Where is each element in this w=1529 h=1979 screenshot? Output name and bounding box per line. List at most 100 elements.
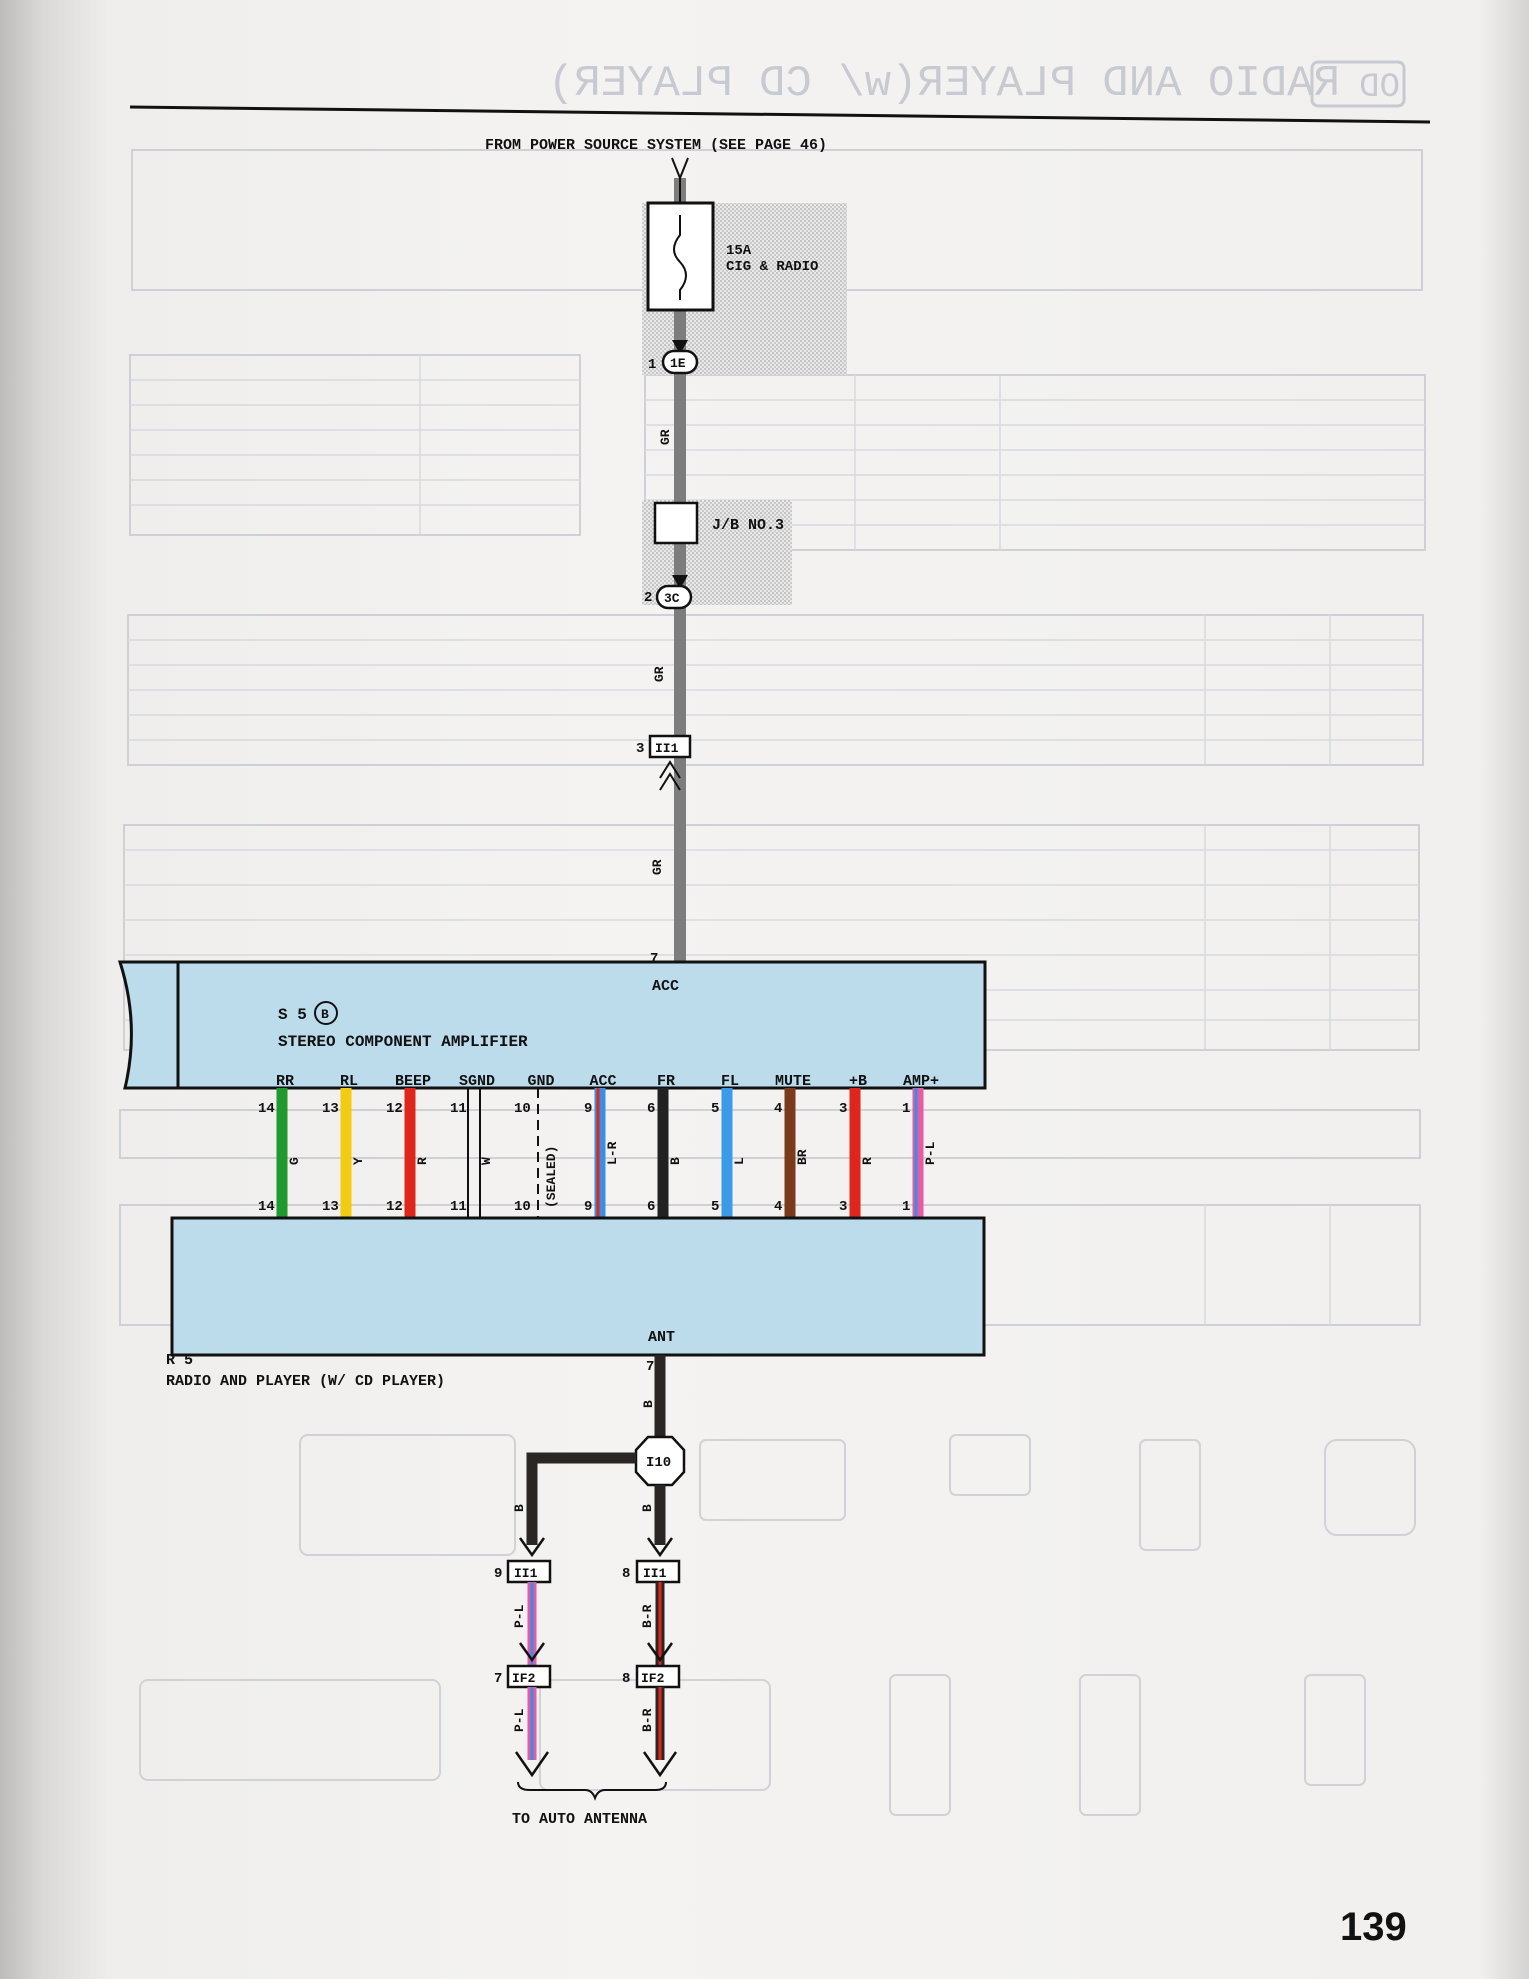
amp-pin-number--b-3: 3 (839, 1101, 847, 1117)
radio-pin-number-rl-13: 13 (322, 1199, 339, 1215)
wire-amp--1-color-code: P-L (923, 1141, 938, 1165)
connector-1E-id: 1E (670, 356, 686, 371)
wire-rl-13-color-code: Y (351, 1157, 366, 1165)
radio-pin-number-acc-9: 9 (584, 1199, 592, 1215)
amp-pin-number-rl-13: 13 (322, 1101, 339, 1117)
amp-pin-label-sgnd-11: SGND (459, 1073, 495, 1090)
connector-3C-id: 3C (664, 591, 680, 606)
connector-3C-pin: 2 (644, 590, 652, 606)
mirrored-badge-box (1310, 60, 1406, 108)
radio-ant-label: ANT (648, 1329, 675, 1346)
connector-II1-upper (648, 734, 692, 759)
wire-left-b (526, 1452, 636, 1545)
radio-pin-number-fl-5: 5 (711, 1199, 719, 1215)
arrow-left-down-2 (518, 1642, 546, 1663)
arrow-right-down-3 (642, 1751, 678, 1778)
arrow-right-down-2 (646, 1642, 674, 1663)
amp-pin-label-acc-9: ACC (590, 1073, 617, 1090)
arrow-into-1E (672, 340, 688, 354)
radio-and-player-box (170, 1216, 986, 1357)
wire-left-b-label: B (512, 1504, 527, 1512)
joint-connector-I10-id: I10 (646, 1455, 671, 1471)
page-number: 139 (1340, 1905, 1407, 1949)
amp-pin-number-mute-4: 4 (774, 1101, 782, 1117)
connector-II1-upper-pin: 3 (636, 741, 644, 757)
amp-pin-label--b-3: +B (849, 1073, 867, 1090)
arrow-into-3C (672, 575, 688, 589)
antenna-bracket (517, 1781, 667, 1801)
amp-pin-number-sgnd-11: 11 (450, 1101, 467, 1117)
amp-pin-label-mute-4: MUTE (775, 1073, 811, 1090)
radio-pin-number-beep-12: 12 (386, 1199, 403, 1215)
ghost-connector-drawings (139, 1434, 1416, 1816)
fuse-element (673, 215, 687, 300)
fuse-name: CIG & RADIO (726, 259, 818, 275)
amp-pin-number-fl-5: 5 (711, 1101, 719, 1117)
amp-pin-number-fr-6: 6 (647, 1101, 655, 1117)
connector-IF2-left-pin: 7 (494, 1671, 502, 1687)
amp-pin-label-gnd-10: GND (528, 1073, 555, 1090)
arrow-up-II1-b (659, 772, 681, 791)
wire-gr-label-1: GR (658, 429, 673, 445)
amp-pin-label-fl-5: FL (721, 1073, 739, 1090)
arrow-up-II1 (659, 760, 681, 779)
amp-pin-label-amp--1: AMP+ (903, 1073, 939, 1090)
ghost-table-1 (129, 354, 581, 536)
amplifier-code: S 5 (278, 1006, 307, 1024)
wire-ant-b-label: B (641, 1400, 656, 1408)
connector-3C (655, 584, 693, 610)
amp-pin-label-beep-12: BEEP (395, 1073, 431, 1090)
wire-gr-label-2: GR (652, 666, 667, 682)
mirrored-badge: OD (1359, 69, 1400, 107)
connector-1E-pin: 1 (648, 357, 656, 373)
radio-pin-number-sgnd-11: 11 (450, 1199, 467, 1215)
radio-code: R 5 (166, 1352, 193, 1369)
stereo-component-amplifier-box (117, 960, 987, 1090)
wire-gr-label-3: GR (650, 859, 665, 875)
radio-pin-number-gnd-10: 10 (514, 1199, 531, 1215)
arrow-left-down-3 (514, 1751, 550, 1778)
fuse-rating: 15A (726, 243, 752, 259)
radio-pin-number-fr-6: 6 (647, 1199, 655, 1215)
ghost-table-5 (119, 1109, 1421, 1159)
power-source-note: FROM POWER SOURCE SYSTEM (SEE PAGE 46) (485, 137, 827, 154)
radio-ant-pin: 7 (646, 1359, 654, 1375)
amplifier-name: STEREO COMPONENT AMPLIFIER (278, 1033, 528, 1051)
arrow-left-down-1 (518, 1537, 546, 1558)
wire-fl-5-color-code: L (732, 1157, 747, 1165)
amplifier-acc-pin: 7 (650, 951, 658, 967)
connector-IF2-right-id: IF2 (641, 1671, 665, 1686)
sealed-note: (SEALED) (544, 1146, 559, 1208)
power-source-arrow (671, 157, 689, 181)
connector-II1-right-id: II1 (643, 1566, 667, 1581)
wire-acc-9-color-code: L-R (605, 1141, 620, 1165)
antenna-note: TO AUTO ANTENNA (512, 1811, 647, 1828)
radio-name: RADIO AND PLAYER (W/ CD PLAYER) (166, 1373, 445, 1390)
wire-beep-12-color-code: R (415, 1157, 430, 1165)
junction-block-label: J/B NO.3 (712, 517, 784, 534)
connector-II1-right-pin: 8 (622, 1566, 630, 1582)
junction-block (653, 501, 699, 545)
amp-pin-label-fr-6: FR (657, 1073, 675, 1090)
wire-br-label-a: B-R (640, 1604, 655, 1628)
radio-pin-number--b-3: 3 (839, 1199, 847, 1215)
amp-pin-label-rl-13: RL (340, 1073, 358, 1090)
amp-pin-label-rr-14: RR (276, 1073, 294, 1090)
connector-IF2-left-id: IF2 (512, 1671, 536, 1686)
radio-pin-number-rr-14: 14 (258, 1199, 275, 1215)
amp-pin-number-acc-9: 9 (584, 1101, 592, 1117)
arrow-right-down-1 (646, 1537, 674, 1558)
wire-rr-14-color-code: G (287, 1157, 302, 1165)
mirrored-title: RADIO AND PLAYER(w/ CD PLAYER) (548, 59, 1340, 109)
wire-fr-6-color-code: B (668, 1157, 683, 1165)
amp-pin-number-gnd-10: 10 (514, 1101, 531, 1117)
header-rule (129, 105, 1431, 124)
wire-mute-4-color-code: BR (795, 1149, 810, 1165)
connector-II1-upper-id: II1 (655, 741, 679, 756)
wire-sgnd-11-color-code: W (479, 1157, 494, 1165)
amplifier-badge: B (321, 1007, 329, 1022)
amp-pin-number-beep-12: 12 (386, 1101, 403, 1117)
wire--b-3-color-code: R (860, 1157, 875, 1165)
